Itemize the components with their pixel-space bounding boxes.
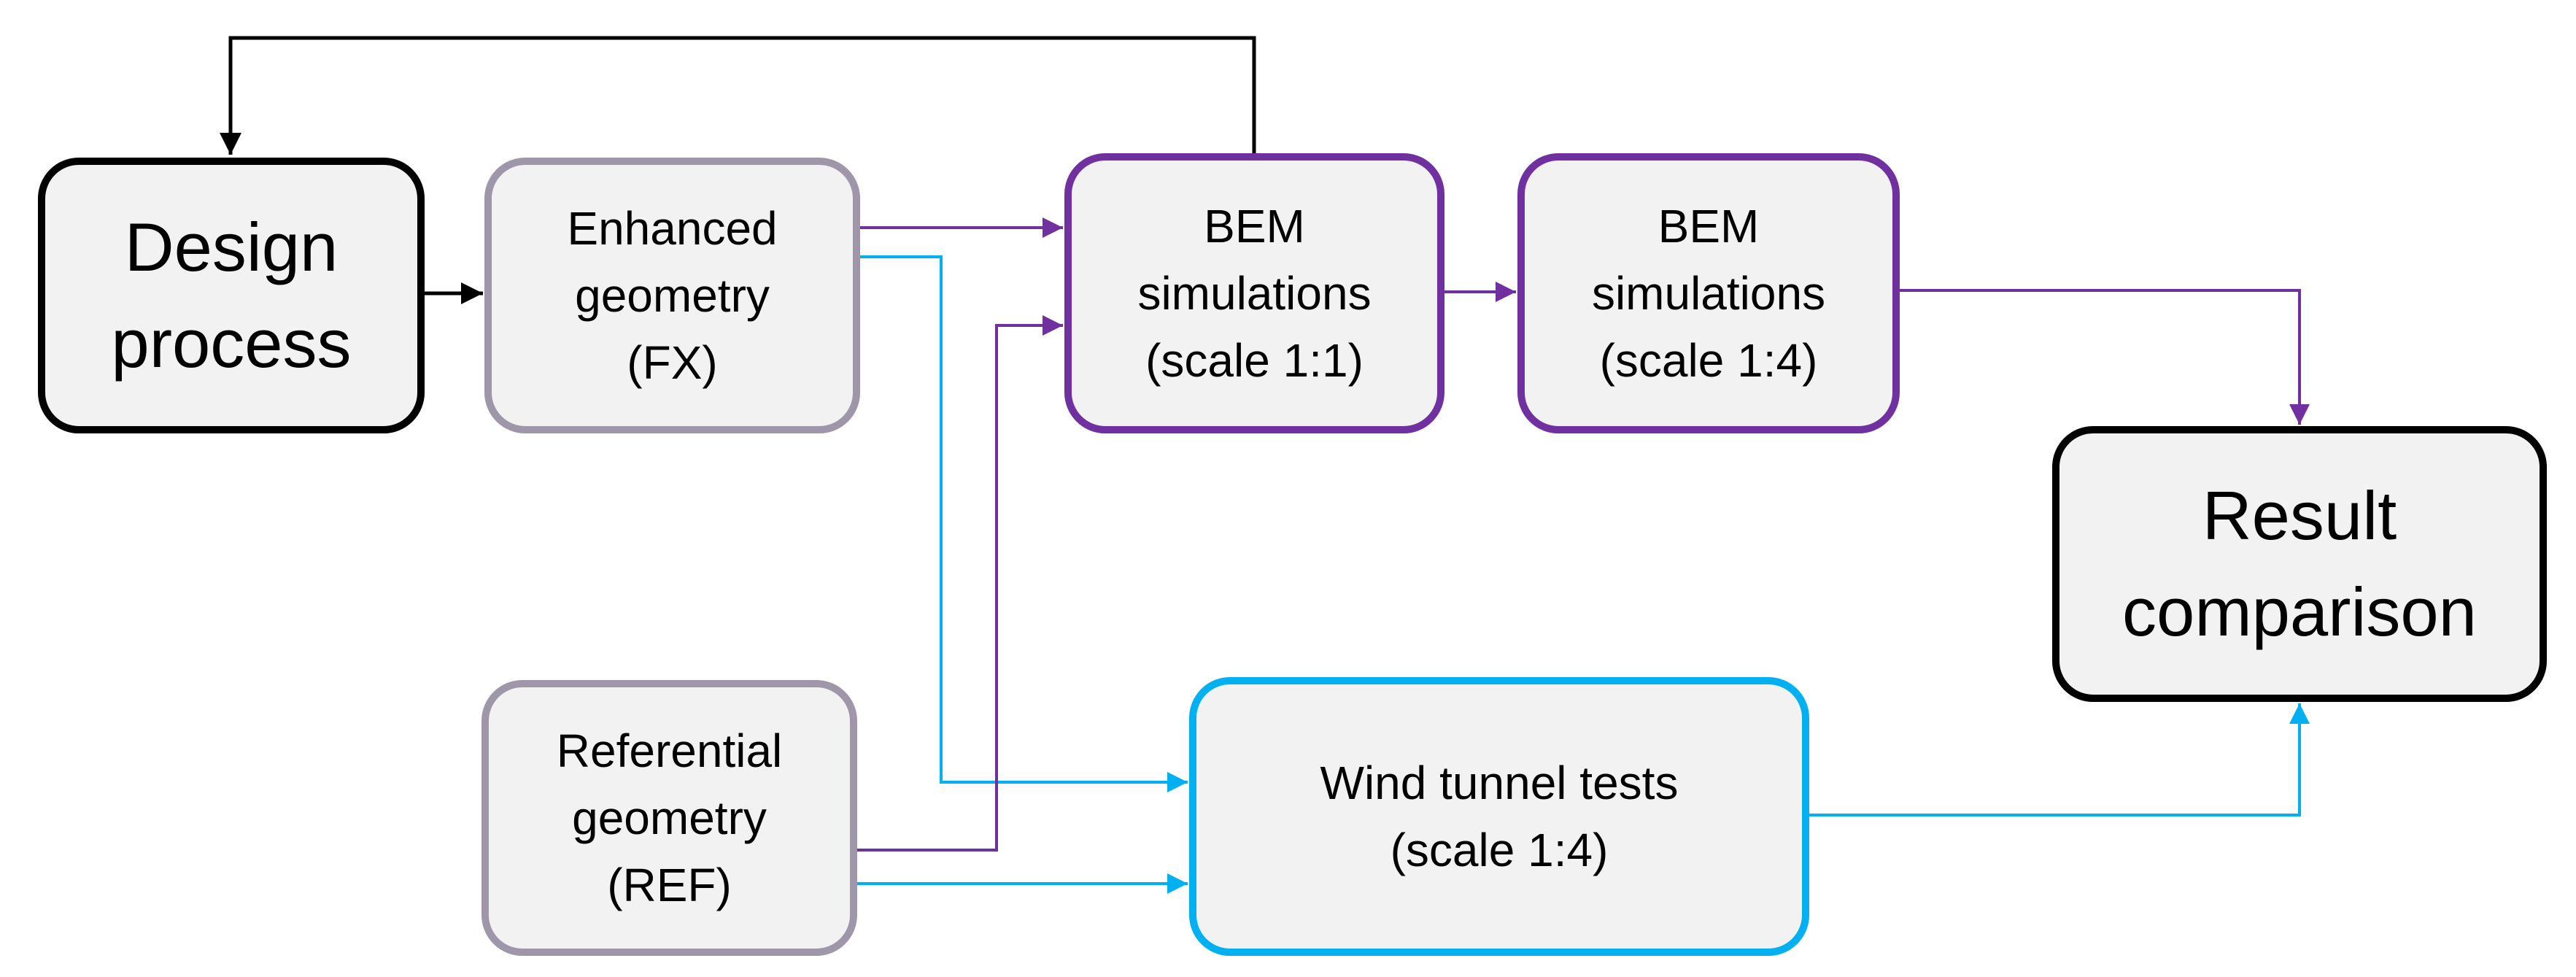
node-result-comparison: Result comparison <box>2052 426 2547 702</box>
node-wind-tunnel: Wind tunnel tests (scale 1:4) <box>1189 677 1809 956</box>
node-bem-quarter-scale-line-1: BEM <box>1658 200 1760 252</box>
node-referential-geometry-line-1: Referential <box>556 725 783 777</box>
node-bem-quarter-scale: BEM simulations (scale 1:4) <box>1517 153 1900 433</box>
node-bem-quarter-scale-line-3: (scale 1:4) <box>1599 334 1818 387</box>
node-design-process-line-2: process <box>111 305 352 382</box>
edge-ref-to-bem11 <box>857 315 1063 852</box>
node-referential-geometry: Referential geometry (REF) <box>481 680 857 956</box>
node-design-process: Design process <box>38 158 425 433</box>
node-result-comparison-line-1: Result <box>2202 477 2397 554</box>
node-bem-quarter-scale-line-2: simulations <box>1591 267 1826 320</box>
node-referential-geometry-line-3: (REF) <box>607 859 732 911</box>
node-enhanced-geometry-line-1: Enhanced <box>567 202 778 255</box>
edge-enhanced-to-wind <box>860 255 1188 792</box>
node-bem-full-scale-line-1: BEM <box>1204 200 1305 252</box>
node-bem-full-scale-line-2: simulations <box>1137 267 1372 320</box>
node-design-process-line-1: Design <box>124 209 339 285</box>
edge-bem11-to-design <box>220 36 1256 155</box>
node-bem-full-scale-line-3: (scale 1:1) <box>1145 334 1364 387</box>
node-result-comparison-line-2: comparison <box>2122 574 2477 650</box>
edge-bem14-to-result <box>1900 289 2310 425</box>
node-enhanced-geometry: Enhanced geometry (FX) <box>484 158 860 433</box>
node-referential-geometry-line-2: geometry <box>572 792 767 844</box>
node-enhanced-geometry-line-2: geometry <box>575 269 770 322</box>
node-enhanced-geometry-line-3: (FX) <box>627 336 718 389</box>
node-bem-full-scale: BEM simulations (scale 1:1) <box>1064 153 1444 433</box>
edge-wind-to-result <box>1809 703 2310 816</box>
node-wind-tunnel-line-1: Wind tunnel tests <box>1320 757 1679 809</box>
node-wind-tunnel-line-2: (scale 1:4) <box>1390 824 1609 876</box>
